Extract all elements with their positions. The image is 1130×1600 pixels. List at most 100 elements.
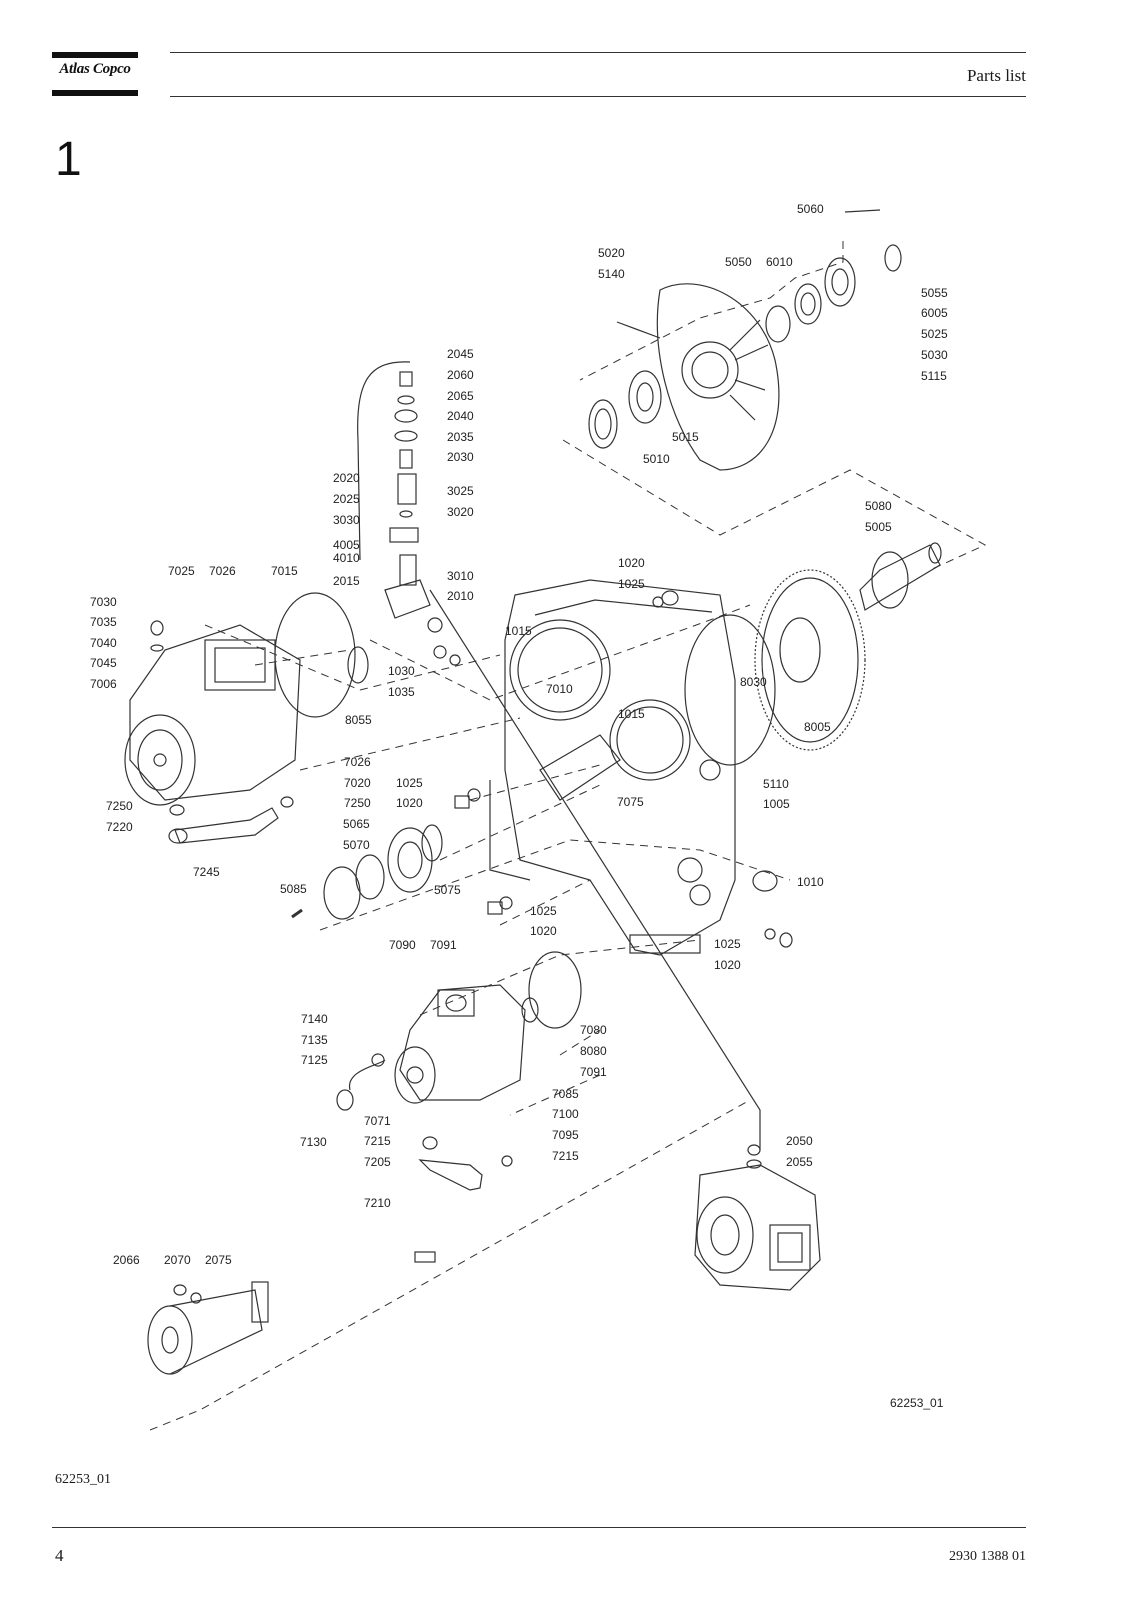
callout: 2015 bbox=[333, 574, 360, 588]
callout: 3020 bbox=[447, 505, 474, 519]
callout: 7095 bbox=[552, 1128, 579, 1142]
callout: 1025 bbox=[618, 577, 645, 591]
atlas-copco-logo: Atlas Copco bbox=[52, 52, 138, 96]
callout: 7025 bbox=[168, 564, 195, 578]
callout: 4010 bbox=[333, 551, 360, 565]
callout: 2050 bbox=[786, 1134, 813, 1148]
figure-caption: 62253_01 bbox=[55, 1472, 111, 1487]
callout: 7080 bbox=[580, 1023, 607, 1037]
callout: 7071 bbox=[364, 1114, 391, 1128]
diagram-linework bbox=[124, 209, 987, 1431]
callout: 5110 bbox=[763, 777, 789, 791]
callout: 5140 bbox=[598, 267, 625, 281]
callout: 1010 bbox=[797, 875, 824, 889]
callout: 3030 bbox=[333, 513, 360, 527]
callout: 7015 bbox=[271, 564, 298, 578]
callout: 7215 bbox=[364, 1134, 391, 1148]
callout: 7045 bbox=[90, 656, 117, 670]
callout: 7220 bbox=[106, 820, 133, 834]
callout: 5055 bbox=[921, 286, 948, 300]
callout: 5115 bbox=[921, 369, 947, 383]
callout: 1015 bbox=[505, 624, 532, 638]
callout: 7075 bbox=[617, 795, 644, 809]
callout: 7135 bbox=[301, 1033, 328, 1047]
chapter-number: 1 bbox=[55, 133, 82, 186]
callout: 5020 bbox=[598, 246, 625, 260]
header-rule-top bbox=[170, 52, 1026, 53]
callout: 1020 bbox=[396, 796, 423, 810]
callout: 5015 bbox=[672, 430, 699, 444]
callout: 7006 bbox=[90, 677, 117, 691]
callout: 2020 bbox=[333, 471, 360, 485]
callout: 5060 bbox=[797, 202, 824, 216]
callout: 7205 bbox=[364, 1155, 391, 1169]
callout: 5005 bbox=[865, 520, 892, 534]
drawing-code: 62253_01 bbox=[890, 1396, 944, 1410]
callout: 8080 bbox=[580, 1044, 607, 1058]
callout: 1005 bbox=[763, 797, 790, 811]
callout: 1025 bbox=[530, 904, 557, 918]
page-number: 4 bbox=[55, 1546, 64, 1565]
callout: 8055 bbox=[345, 713, 372, 727]
callout: 7040 bbox=[90, 636, 117, 650]
header-rule-bottom bbox=[170, 96, 1026, 97]
callout: 6005 bbox=[921, 306, 948, 320]
callout: 7215 bbox=[552, 1149, 579, 1163]
callout: 5075 bbox=[434, 883, 461, 897]
callout: 7020 bbox=[344, 776, 371, 790]
callout: 2066 bbox=[113, 1253, 140, 1267]
callout: 1025 bbox=[714, 937, 741, 951]
callout: 2040 bbox=[447, 409, 474, 423]
callout: 7125 bbox=[301, 1053, 328, 1067]
callout: 4005 bbox=[333, 538, 360, 552]
callout: 2045 bbox=[447, 347, 474, 361]
callout: 5070 bbox=[343, 838, 370, 852]
callout: 7140 bbox=[301, 1012, 328, 1026]
callout: 7100 bbox=[552, 1107, 579, 1121]
callout: 8005 bbox=[804, 720, 831, 734]
callout: 7245 bbox=[193, 865, 220, 879]
callout: 2075 bbox=[205, 1253, 232, 1267]
callout: 1030 bbox=[388, 664, 415, 678]
callout: 2060 bbox=[447, 368, 474, 382]
callout: 2010 bbox=[447, 589, 474, 603]
callout: 7210 bbox=[364, 1196, 391, 1210]
callout: 1020 bbox=[618, 556, 645, 570]
callout: 7090 bbox=[389, 938, 416, 952]
section-title: Parts list bbox=[966, 66, 1026, 85]
callout: 2035 bbox=[447, 430, 474, 444]
logo-bar-bottom bbox=[52, 90, 138, 96]
callout: 5085 bbox=[280, 882, 307, 896]
document-number: 2930 1388 01 bbox=[949, 1549, 1026, 1564]
callout: 2055 bbox=[786, 1155, 813, 1169]
callout: 7091 bbox=[580, 1065, 607, 1079]
callout: 1025 bbox=[396, 776, 423, 790]
callout: 3010 bbox=[447, 569, 474, 583]
callout: 2025 bbox=[333, 492, 360, 506]
callout: 7035 bbox=[90, 615, 117, 629]
callout-labels: 5060 5020 5140 5050 6010 5055 6005 5025 … bbox=[90, 202, 948, 1410]
footer-rule bbox=[52, 1527, 1026, 1528]
callout: 2070 bbox=[164, 1253, 191, 1267]
callout: 1020 bbox=[714, 958, 741, 972]
callout: 1015 bbox=[618, 707, 645, 721]
callout: 7130 bbox=[300, 1135, 327, 1149]
callout: 5050 bbox=[725, 255, 752, 269]
callout: 3025 bbox=[447, 484, 474, 498]
callout: 2065 bbox=[447, 389, 474, 403]
callout: 5080 bbox=[865, 499, 892, 513]
callout: 7026 bbox=[209, 564, 236, 578]
callout: 7250 bbox=[344, 796, 371, 810]
callout: 7010 bbox=[546, 682, 573, 696]
callout: 1020 bbox=[530, 924, 557, 938]
callout: 5030 bbox=[921, 348, 948, 362]
callout: 2030 bbox=[447, 450, 474, 464]
callout: 7085 bbox=[552, 1087, 579, 1101]
callout: 8030 bbox=[740, 675, 767, 689]
callout: 5025 bbox=[921, 327, 948, 341]
callout: 5065 bbox=[343, 817, 370, 831]
callout: 7030 bbox=[90, 595, 117, 609]
callout: 1035 bbox=[388, 685, 415, 699]
logo-wordmark: Atlas Copco bbox=[59, 61, 131, 77]
